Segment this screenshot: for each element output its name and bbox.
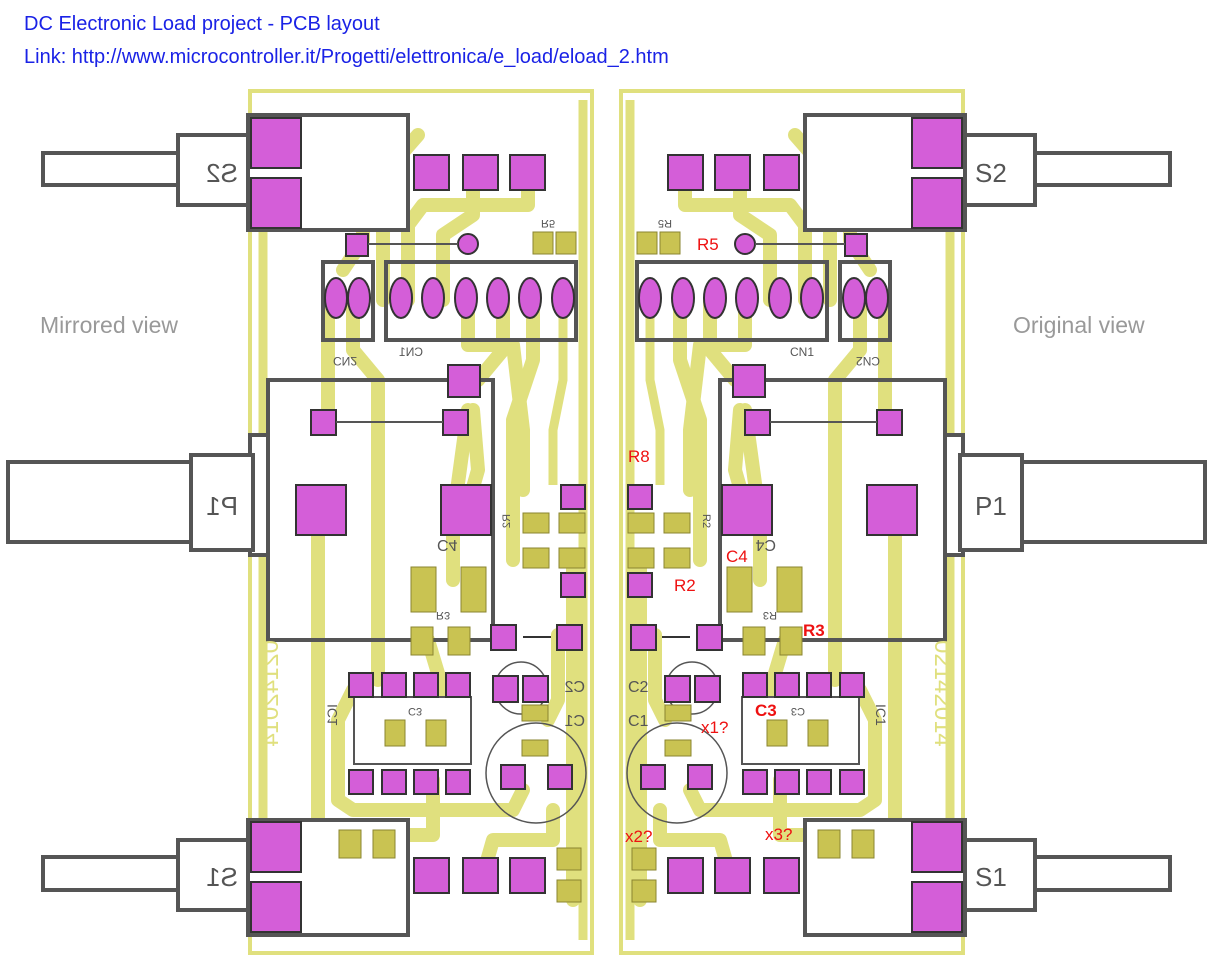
c2-label: C2 — [628, 679, 649, 696]
c4-label: C4 — [437, 536, 458, 553]
resistors-r8-r2: R2 — [627, 484, 712, 598]
svg-text:C3: C3 — [791, 705, 805, 717]
ic1: C3 IC1 — [324, 672, 472, 795]
pcb-mirrored-board: S2 S1 P1 — [6, 89, 594, 955]
switch-s2: S2 — [803, 113, 1172, 232]
s1-label: S1 — [975, 862, 1007, 892]
top-pads: R5 — [345, 154, 577, 257]
bottom-pads — [631, 847, 800, 903]
s1-shaft — [41, 855, 180, 892]
connector-cn1: CN1 — [635, 260, 829, 359]
svg-text:R2: R2 — [674, 576, 696, 595]
board-date-code: 02142014 — [929, 640, 956, 747]
pcb-mirrored-view: S2 S1 P1 — [6, 89, 594, 955]
cn1-label: CN1 — [399, 345, 423, 359]
p1-shaft — [6, 460, 195, 544]
page-title: DC Electronic Load project - PCB layout — [24, 13, 380, 35]
bottom-pads — [413, 847, 582, 903]
connector-cn2: CN2 — [838, 260, 892, 368]
svg-text:R3: R3 — [436, 609, 450, 621]
s1-label: S1 — [206, 862, 238, 892]
cn1-label: CN1 — [790, 345, 814, 359]
s2-shaft — [1033, 151, 1172, 187]
p1-shaft — [1018, 460, 1207, 544]
svg-text:x1?: x1? — [701, 718, 728, 737]
capacitor-c4: C4 R3 — [410, 536, 487, 656]
switch-s2: S2 — [41, 113, 410, 232]
svg-text:R5: R5 — [658, 217, 672, 229]
resistors-r8-r2: R2 — [501, 484, 586, 598]
switch-s1: S1 — [41, 818, 410, 937]
svg-text:R3: R3 — [803, 621, 825, 640]
svg-text:C3: C3 — [408, 705, 422, 717]
c2-label: C2 — [564, 679, 585, 696]
s2-label: S2 — [206, 158, 238, 188]
svg-text:R2: R2 — [501, 514, 513, 528]
s2-shaft — [41, 151, 180, 187]
capacitor-c4: C4 R3 — [726, 536, 803, 656]
mirrored-view-label: Mirrored view — [40, 312, 178, 338]
c1-label: C1 — [564, 713, 585, 730]
top-pads: R5 — [636, 154, 868, 257]
c4-label: C4 — [755, 536, 776, 553]
pcb-original-view: S2 S1 P1 — [619, 89, 1207, 955]
s2-label: S2 — [975, 158, 1007, 188]
resistor-row — [490, 624, 583, 651]
capacitors-c1-c2: C2 C1 — [485, 661, 587, 824]
svg-text:R5: R5 — [697, 235, 719, 254]
svg-text:R2: R2 — [700, 514, 712, 528]
connector-cn2: CN2 — [321, 260, 375, 368]
svg-text:C3: C3 — [755, 701, 777, 720]
original-view-label: Original view — [1013, 312, 1145, 338]
annotations: R5 R8 C4 R2 R3 C3 x1? x2? x3? — [625, 235, 825, 846]
ic1-label: IC1 — [324, 704, 340, 726]
svg-text:R5: R5 — [541, 217, 555, 229]
svg-text:R3: R3 — [763, 609, 777, 621]
board-date-code: 02142014 — [257, 640, 284, 747]
svg-text:R8: R8 — [628, 447, 650, 466]
c1-label: C1 — [628, 713, 649, 730]
s1-shaft — [1033, 855, 1172, 892]
p1-label: P1 — [975, 491, 1007, 521]
p1-label: P1 — [206, 491, 238, 521]
svg-text:C4: C4 — [726, 547, 748, 566]
ic1-label: IC1 — [873, 704, 889, 726]
connector-cn1: CN1 — [384, 260, 578, 359]
capacitors-c1-c2: C2 C1 — [626, 661, 728, 824]
ic1: C3 IC1 — [741, 672, 889, 795]
project-link[interactable]: Link: http://www.microcontroller.it/Prog… — [24, 46, 669, 68]
svg-text:x2?: x2? — [625, 827, 652, 846]
potentiometer-p1: P1 — [718, 364, 1207, 642]
potentiometer-p1: P1 — [6, 364, 495, 642]
switch-s1: S1 — [803, 818, 1172, 937]
cn2-label: CN2 — [333, 354, 357, 368]
cn2-label: CN2 — [856, 354, 880, 368]
svg-text:x3?: x3? — [765, 825, 792, 844]
resistor-row — [630, 624, 723, 651]
